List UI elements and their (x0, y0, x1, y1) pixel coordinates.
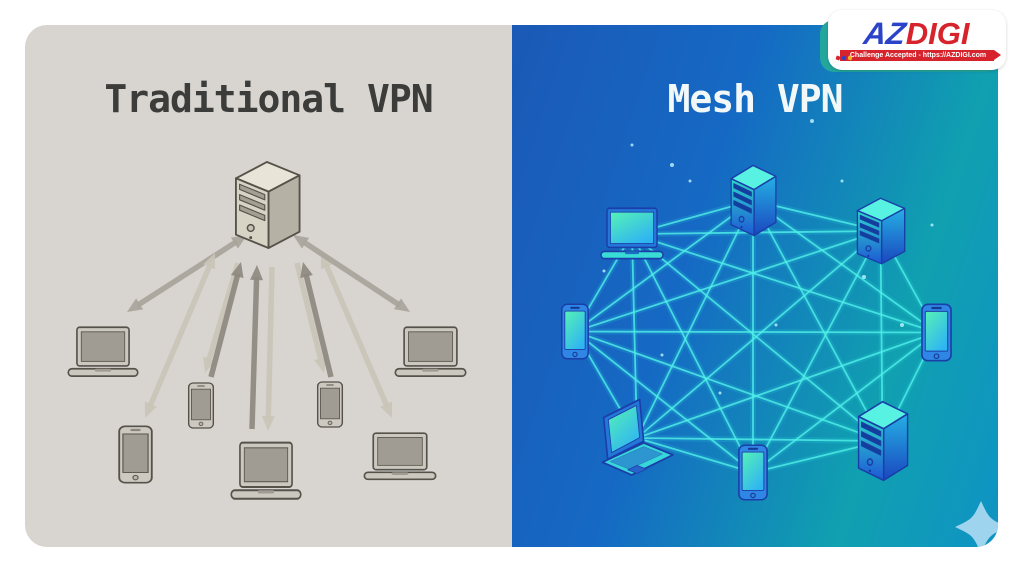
tagline-banner: Challenge Accepted - https://AZDIGI.com (840, 50, 1001, 61)
mesh-edge (636, 200, 754, 439)
mesh-edge (752, 230, 882, 473)
arrowhead (293, 235, 310, 249)
mesh-edge (574, 230, 881, 333)
laptop-top-left-icon (600, 207, 664, 260)
flow-arrow-shaft (205, 262, 241, 363)
smartphone-inner-right-icon (316, 381, 344, 428)
smartphone-lower-left-icon (118, 425, 153, 484)
sparkle-dot (718, 391, 722, 395)
brand-digi: DIGI (905, 16, 970, 51)
mesh-vpn-panel: Mesh VPN (512, 25, 998, 547)
laptop-lower-right-icon (363, 432, 437, 481)
sparkle-dot (688, 179, 692, 183)
corner-sparkle-icon (955, 501, 998, 547)
smartphone-right-icon (921, 303, 952, 362)
smartphone-bottom-icon (738, 444, 768, 501)
flow-arrow-shaft (208, 272, 241, 378)
mesh-edge (636, 331, 937, 439)
traditional-vpn-panel: Traditional VPN (25, 25, 512, 547)
mesh-edge (574, 330, 937, 334)
mesh-edge (636, 230, 882, 439)
comparison-frame: Traditional VPN Mesh VPN (25, 25, 998, 547)
laptop-bottom-center-icon (230, 441, 302, 500)
azdigi-logo: AZDIGI Challenge Accepted - https://AZDI… (820, 8, 1012, 72)
arrowhead (393, 298, 410, 312)
smartphone-left-icon (561, 303, 589, 360)
mesh-edge (752, 331, 938, 474)
sparkle-dot (630, 143, 634, 147)
server-top-center-icon (730, 164, 777, 237)
flow-arrow-shaft (147, 262, 213, 409)
mesh-vpn-title: Mesh VPN (667, 77, 843, 121)
sparkle-dot (840, 179, 844, 183)
flow-arrow-shaft (294, 262, 324, 363)
arrowhead (300, 262, 313, 279)
flow-arrow-shaft (301, 239, 402, 308)
arrowhead (261, 415, 275, 431)
arrowhead (144, 401, 157, 418)
flow-arrow-shaft (303, 273, 334, 378)
logo-card: AZDIGI Challenge Accepted - https://AZDI… (828, 10, 1006, 70)
mesh-edge (574, 330, 754, 474)
vpn-server-icon (234, 161, 301, 249)
sparkle-dot (900, 323, 904, 327)
sparkle-dot (670, 163, 674, 167)
sparkle-dot (602, 269, 606, 273)
arrowhead (127, 298, 144, 312)
laptop-right-icon (394, 326, 467, 378)
confetti-decoration (835, 55, 853, 61)
sparkle-dot (660, 353, 664, 357)
traditional-vpn-title: Traditional VPN (104, 77, 433, 121)
brand-az: AZ (862, 16, 909, 51)
mesh-edge (631, 233, 937, 334)
smartphone-inner-left-icon (187, 382, 215, 429)
flow-arrow-shaft (249, 276, 260, 430)
tagline-text: Challenge Accepted - https://AZDIGI.com (849, 52, 987, 59)
mesh-edge (636, 437, 754, 474)
brand-text: AZDIGI (862, 16, 970, 51)
arrowhead (250, 265, 264, 281)
arrowhead (314, 356, 327, 373)
sparkle-dot (774, 323, 778, 327)
flow-arrow-shaft (323, 262, 390, 409)
sparkle-dot (810, 119, 814, 123)
arrowhead (230, 262, 244, 279)
sparkle-dot (930, 223, 934, 227)
mesh-edge (636, 437, 883, 442)
laptop-left-icon (67, 326, 139, 378)
arrowhead (203, 253, 216, 270)
server-bottom-right-icon (857, 400, 909, 482)
mesh-edge (752, 200, 884, 442)
hub-and-spoke-diagram (67, 161, 467, 500)
flow-arrow-shaft (135, 239, 239, 308)
flow-arrow-shaft (265, 266, 275, 420)
sparkle-dot (862, 275, 866, 279)
arrowhead (380, 401, 393, 418)
mesh-edge (752, 199, 938, 334)
mesh-edge (574, 199, 754, 333)
mesh-edge (574, 330, 883, 442)
mesh-network-diagram (561, 119, 998, 547)
server-top-right-icon (856, 197, 906, 265)
